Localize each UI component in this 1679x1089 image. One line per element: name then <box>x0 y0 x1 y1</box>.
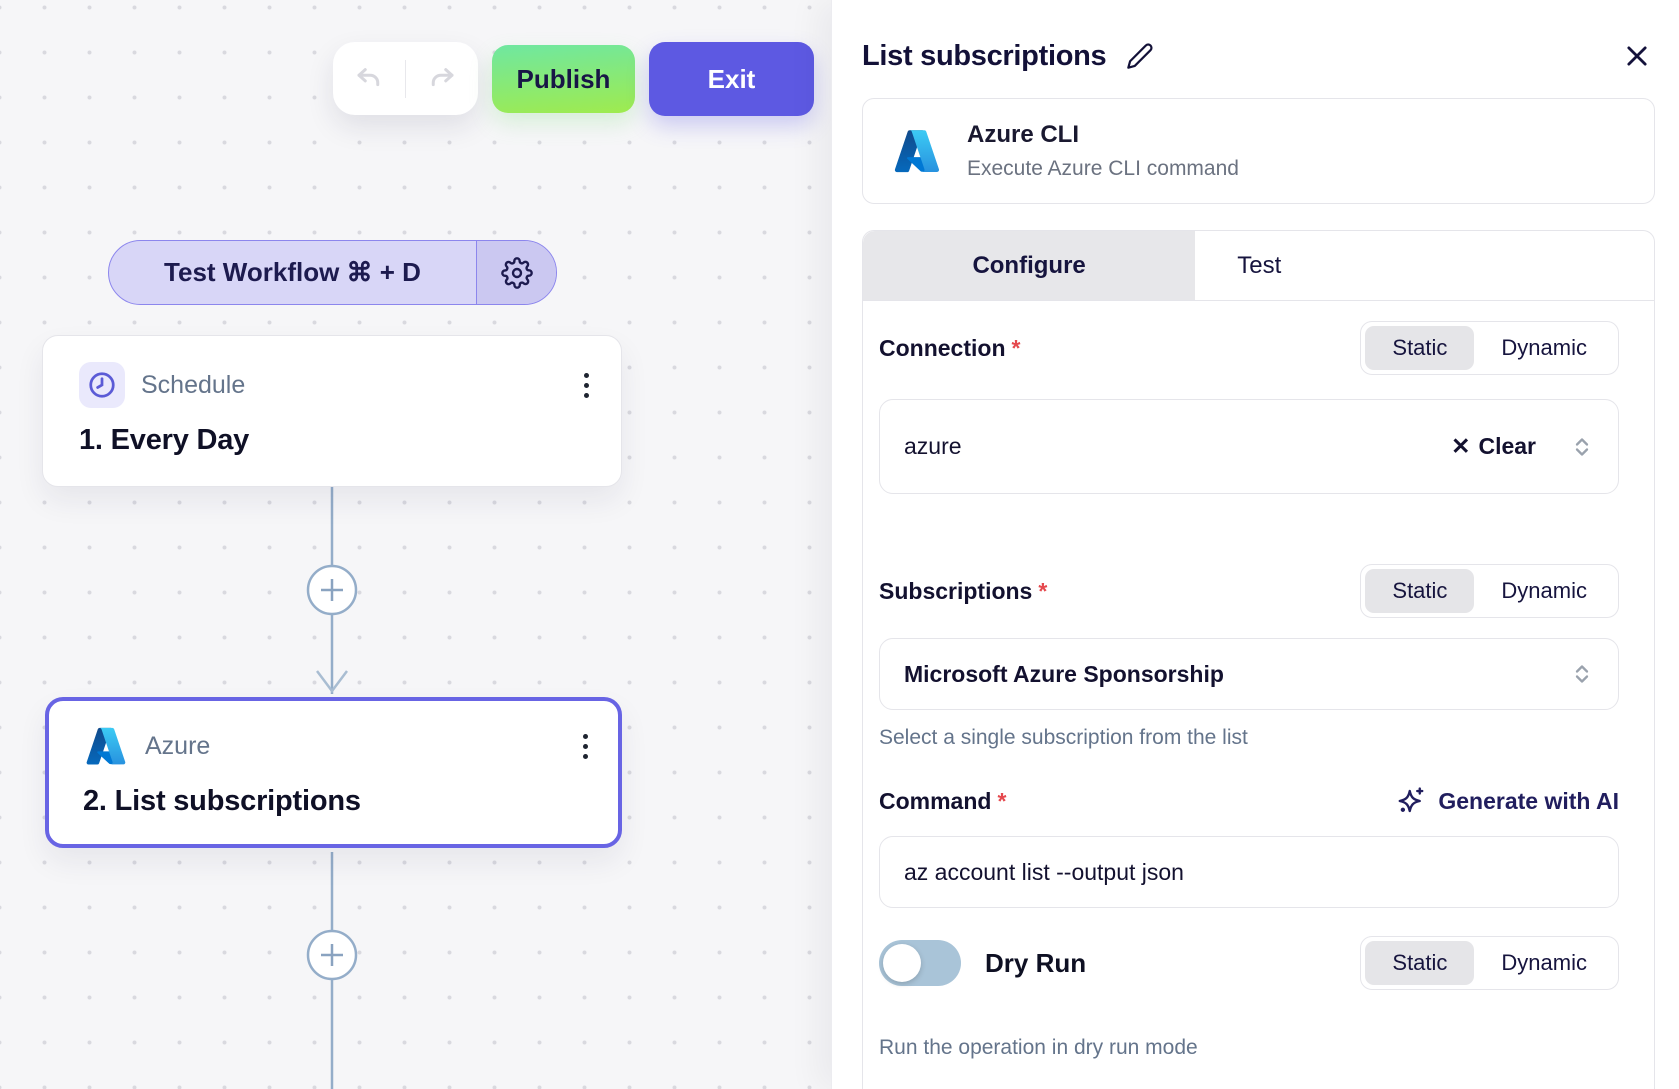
sparkle-ai-icon <box>1398 787 1424 813</box>
test-workflow-label: Test Workflow ⌘ + D <box>164 257 421 287</box>
mode-dynamic[interactable]: Dynamic <box>1501 950 1587 975</box>
generate-with-ai-button[interactable]: Generate with AI <box>1396 786 1619 816</box>
chevron-updown-icon <box>1575 665 1589 683</box>
mode-static[interactable]: Static <box>1365 569 1475 613</box>
workflow-node-schedule[interactable]: Schedule 1. Every Day <box>42 335 622 487</box>
clear-connection-button[interactable]: ✕ Clear <box>1451 433 1536 459</box>
connection-value: azure <box>904 433 962 459</box>
azure-logo-icon <box>83 723 129 769</box>
connection-select[interactable]: azure ✕ Clear <box>879 399 1619 494</box>
redo-button[interactable] <box>406 42 478 115</box>
tab-configure[interactable]: Configure <box>863 231 1196 300</box>
publish-button[interactable]: Publish <box>492 45 635 113</box>
subscription-value: Microsoft Azure Sponsorship <box>904 660 1224 687</box>
node-menu-button[interactable] <box>578 367 595 404</box>
step-config-panel: List subscriptions Azure CLI Execute Azu… <box>831 0 1679 1089</box>
subscriptions-mode-switch: Static Dynamic <box>1360 564 1619 618</box>
connection-mode-switch: Static Dynamic <box>1360 321 1619 375</box>
history-toolbar <box>333 42 478 115</box>
workflow-canvas[interactable]: Publish Exit Test Workflow ⌘ + D Schedul… <box>0 0 831 1089</box>
subscription-select[interactable]: Microsoft Azure Sponsorship <box>879 638 1619 710</box>
config-card: Configure Test Connection* Static Dynami… <box>862 230 1655 1089</box>
azure-logo-icon <box>894 130 940 173</box>
mode-static[interactable]: Static <box>1365 941 1475 985</box>
app-info-card: Azure CLI Execute Azure CLI command <box>862 98 1655 204</box>
command-label: Command* <box>879 787 1007 814</box>
pencil-icon <box>1127 43 1153 69</box>
subscriptions-label: Subscriptions* <box>879 577 1048 604</box>
dry-run-toggle[interactable] <box>879 940 961 986</box>
tab-test[interactable]: Test <box>1237 251 1282 279</box>
toolbar-divider <box>404 59 407 98</box>
tab-bar: Configure Test <box>863 231 1654 301</box>
schedule-icon <box>79 362 125 408</box>
dry-run-helper-text: Run the operation in dry run mode <box>879 1036 1198 1059</box>
app-name: Azure CLI <box>967 121 1080 148</box>
required-asterisk: * <box>1011 334 1021 361</box>
dry-run-label: Dry Run <box>985 947 1087 978</box>
workflow-connectors <box>306 487 358 1089</box>
redo-icon <box>431 67 454 86</box>
gear-icon <box>500 256 533 289</box>
undo-icon <box>357 67 380 86</box>
node-menu-button[interactable] <box>577 728 594 765</box>
undo-button[interactable] <box>333 42 405 115</box>
test-workflow-button[interactable]: Test Workflow ⌘ + D <box>108 240 557 305</box>
workflow-node-azure[interactable]: Azure 2. List subscriptions <box>45 697 622 848</box>
toggle-knob <box>883 944 921 982</box>
command-input[interactable]: az account list --output json <box>879 836 1619 908</box>
connector-arrow-icon <box>316 670 348 694</box>
close-icon <box>1627 46 1647 66</box>
node-app-label: Azure <box>145 731 211 760</box>
node-app-label: Schedule <box>141 370 246 399</box>
required-asterisk: * <box>997 787 1007 814</box>
panel-title: List subscriptions <box>862 39 1107 72</box>
node-title: 1. Every Day <box>79 424 250 456</box>
app-description: Execute Azure CLI command <box>967 157 1239 180</box>
mode-static[interactable]: Static <box>1365 326 1475 370</box>
edit-title-button[interactable] <box>1122 38 1158 74</box>
close-panel-button[interactable] <box>1619 38 1655 74</box>
mode-dynamic[interactable]: Dynamic <box>1501 335 1587 360</box>
add-step-button[interactable] <box>306 564 358 616</box>
command-value: az account list --output json <box>904 858 1184 885</box>
mode-dynamic[interactable]: Dynamic <box>1501 578 1587 603</box>
node-title: 2. List subscriptions <box>83 785 361 817</box>
subscriptions-helper-text: Select a single subscription from the li… <box>879 726 1248 749</box>
chevron-updown-icon <box>1575 437 1589 456</box>
add-step-button[interactable] <box>306 929 358 981</box>
clear-x-icon: ✕ <box>1451 433 1471 459</box>
connection-label: Connection* <box>879 334 1021 361</box>
workflow-settings-button[interactable] <box>476 241 556 304</box>
exit-button[interactable]: Exit <box>649 42 814 116</box>
dry-run-mode-switch: Static Dynamic <box>1360 936 1619 990</box>
required-asterisk: * <box>1038 577 1048 604</box>
